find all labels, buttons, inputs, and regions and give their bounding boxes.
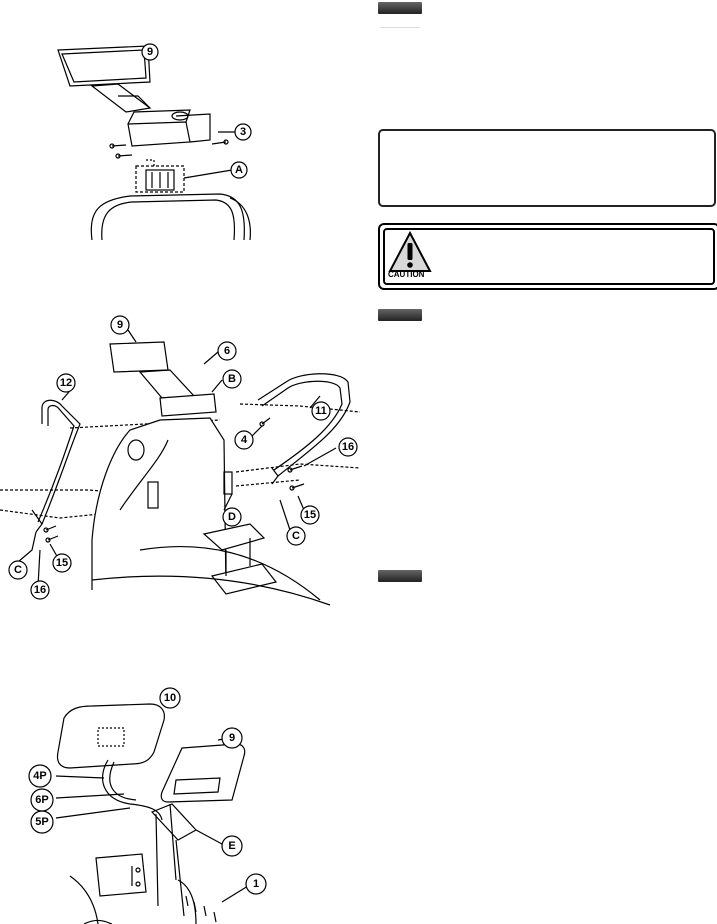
figure-2-drawing: 9 6 B 12 11 4 16 D 15 C C 15 16	[0, 315, 361, 606]
figure-3-console-cables: 10 9 4P 6P 5P E 1	[0, 680, 300, 924]
step-tab-1	[378, 2, 422, 14]
callout-16-right: 16	[342, 441, 354, 453]
caution-label: CAUTION	[388, 270, 425, 279]
figure-1-drawing: 9 3 A	[57, 43, 252, 241]
figure-2-handlebars: 9 6 B 12 11 4 16 D 15 C C 15 16	[0, 300, 370, 610]
callout-16-left: 16	[34, 584, 46, 596]
step-tab-3	[378, 570, 422, 582]
caution-box: CAUTION	[378, 223, 717, 290]
callout-e: E	[228, 840, 235, 852]
callout-10: 10	[164, 692, 176, 704]
callout-15-left: 15	[56, 557, 68, 569]
callout-9: 9	[147, 46, 153, 58]
callout-6p: 6P	[35, 794, 48, 806]
callout-6: 6	[224, 345, 230, 357]
callout-d: D	[228, 511, 236, 523]
callout-c-right: C	[292, 530, 300, 542]
callout-c-left: C	[14, 564, 22, 576]
callout-9: 9	[229, 732, 235, 744]
callout-9: 9	[117, 319, 123, 331]
callout-15-right: 15	[304, 509, 316, 521]
step-tab-1-underline	[380, 27, 420, 28]
callout-1: 1	[253, 878, 259, 890]
callout-11: 11	[315, 405, 327, 417]
callout-12: 12	[60, 377, 72, 389]
callout-a: A	[235, 164, 243, 176]
caution-triangle-icon	[388, 230, 432, 272]
figure-3-drawing: 10 9 4P 6P 5P E 1	[28, 687, 267, 924]
callout-4: 4	[241, 434, 248, 446]
callout-3: 3	[240, 126, 246, 138]
callout-4p: 4P	[33, 770, 46, 782]
note-box	[378, 129, 716, 207]
callout-5p: 5P	[35, 816, 48, 828]
figure-1-console-bracket: 9 3 A	[0, 0, 360, 260]
callout-b: B	[228, 373, 236, 385]
step-tab-2	[378, 309, 422, 321]
caution-inner-border	[383, 228, 715, 285]
